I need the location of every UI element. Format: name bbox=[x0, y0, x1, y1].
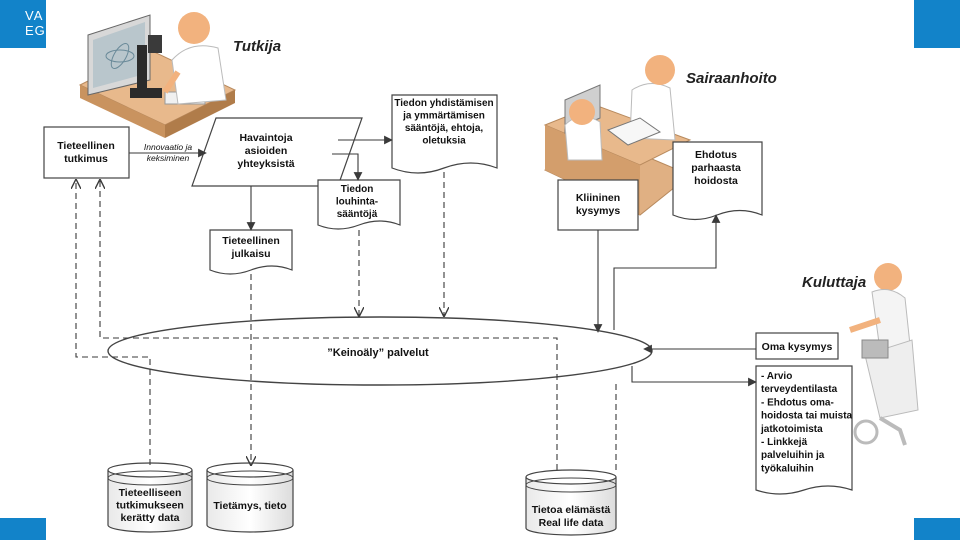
own-question-line: Oma kysymys bbox=[762, 341, 833, 353]
best-care-line: hoidosta bbox=[694, 175, 738, 187]
consumer-result-box bbox=[755, 365, 853, 495]
observations-line: Havaintoja bbox=[239, 132, 292, 144]
scientific-research-line: tutkimus bbox=[64, 153, 108, 165]
consumer-result-line: terveydentilasta bbox=[761, 384, 838, 395]
consumer-result-line: työkaluihin bbox=[761, 463, 814, 474]
frame-right-gap bbox=[914, 48, 960, 518]
combining-rules-line: Tiedon yhdistämisen bbox=[394, 98, 493, 109]
own-question-label: Oma kysymys bbox=[762, 341, 833, 353]
consumer-result-line: palveluihin ja bbox=[761, 450, 825, 461]
edge-innovation-line: keksiminen bbox=[147, 153, 190, 163]
real-life-db-line: Real life data bbox=[539, 517, 604, 529]
mining-rules-line: louhinta- bbox=[336, 197, 378, 208]
knowledge-db-label: Tietämys, tieto bbox=[213, 500, 286, 512]
best-care-line: Ehdotus bbox=[695, 149, 737, 161]
consumer-illustration bbox=[849, 263, 919, 446]
own-question-box bbox=[755, 332, 839, 360]
ai-services-ellipse bbox=[107, 316, 653, 386]
role-healthcare: Sairaanhoito bbox=[686, 70, 777, 87]
edge-innovation-line: Innovaatio ja bbox=[144, 142, 192, 152]
consumer-result-line: - Arvio bbox=[761, 371, 792, 382]
clinical-question-line: Kliininen bbox=[576, 192, 620, 204]
research-data-db-line: tutkimukseen bbox=[116, 500, 184, 512]
ai-services-label: ”Keinoäly” palvelut bbox=[327, 347, 429, 359]
role-consumer: Kuluttaja bbox=[802, 274, 866, 291]
clinical-question-box bbox=[557, 179, 639, 231]
consumer-result-line: hoidosta tai muista bbox=[761, 411, 853, 422]
real-life-db-line: Tietoa elämästä bbox=[532, 504, 611, 516]
observations-line: asioiden bbox=[245, 145, 288, 157]
research-data-database bbox=[107, 462, 193, 533]
combining-rules-label: Tiedon yhdistämisen ja ymmärtämisensääntö… bbox=[394, 98, 493, 147]
consumer-result-line: - Ehdotus oma- bbox=[761, 397, 834, 408]
arrow-data-to-research bbox=[76, 180, 151, 465]
combining-rules-box bbox=[391, 94, 498, 174]
observations-line: yhteyksistä bbox=[237, 158, 294, 170]
mining-rules-line: sääntöjä bbox=[337, 209, 378, 220]
role-researcher: Tutkija bbox=[233, 38, 281, 55]
combining-rules-line: oletuksia bbox=[422, 136, 466, 147]
frame-left-gap bbox=[0, 48, 46, 518]
publication-box bbox=[209, 229, 293, 275]
consumer-result-line: jatkotoimista bbox=[760, 424, 823, 435]
arrow-observations-to-mining bbox=[332, 153, 363, 181]
arrow-reallife-to-research bbox=[100, 180, 558, 470]
publication-line: julkaisu bbox=[230, 248, 270, 260]
research-data-db-line: kerätty data bbox=[121, 512, 180, 524]
logo-line-1: VA bbox=[25, 8, 44, 23]
combining-rules-line: ja ymmärtämisen bbox=[402, 111, 485, 122]
mining-rules-line: Tiedon bbox=[341, 184, 374, 195]
real-life-database bbox=[525, 469, 617, 536]
research-data-db-line: Tieteelliseen bbox=[119, 487, 182, 499]
scientific-research-line: Tieteellinen bbox=[57, 140, 115, 152]
publication-line: Tieteellinen bbox=[222, 235, 280, 247]
knowledge-db-line: Tietämys, tieto bbox=[213, 500, 286, 512]
researcher-illustration bbox=[78, 12, 237, 138]
consumer-result-line: - Linkkejä bbox=[761, 437, 808, 448]
arrow-ai-to-consumer bbox=[631, 366, 757, 387]
mining-rules-label: Tiedon louhinta-sääntöjä bbox=[336, 184, 378, 220]
consumer-result-label: - Arvio terveydentilasta - Ehdotus oma-hoi… bbox=[760, 371, 853, 474]
arrow-ai-to-bestcare bbox=[613, 214, 721, 330]
logo-line-2: EG bbox=[25, 23, 46, 38]
mining-rules-box bbox=[317, 179, 401, 230]
combining-rules-line: sääntöjä, ehtoja, bbox=[405, 123, 484, 134]
clinical-question-line: kysymys bbox=[576, 205, 621, 217]
knowledge-database bbox=[206, 462, 294, 533]
logo: VA EG bbox=[25, 8, 46, 38]
best-care-line: parhaasta bbox=[691, 162, 741, 174]
